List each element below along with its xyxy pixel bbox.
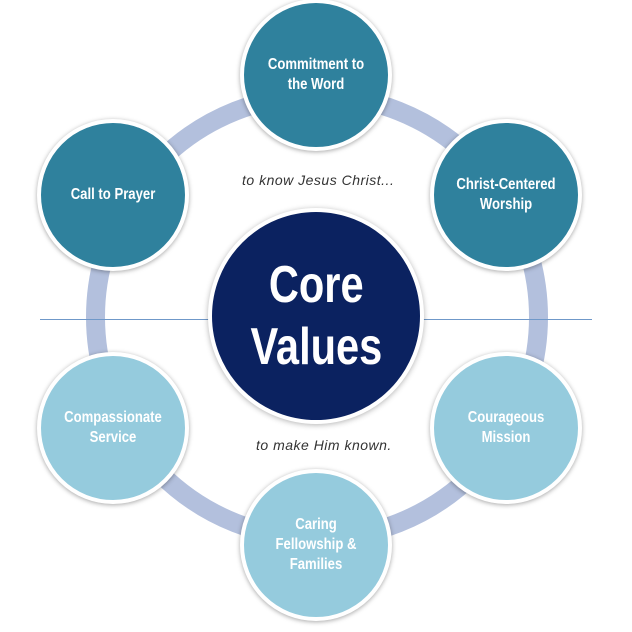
value-call-to-prayer: Call to Prayer <box>37 119 189 271</box>
value-label: Courageous Mission <box>467 409 545 446</box>
value-label: Compassionate Service <box>64 409 162 446</box>
value-caring-fellowship: Caring Fellowship & Families <box>240 469 392 621</box>
tagline-top: to know Jesus Christ... <box>242 172 395 188</box>
value-courageous-mission: Courageous Mission <box>430 352 582 504</box>
value-label: Caring Fellowship & Families <box>275 516 357 573</box>
value-label: Commitment to the Word <box>267 56 365 93</box>
value-label: Christ-Centered Worship <box>456 176 556 213</box>
tagline-bottom: to make Him known. <box>256 437 392 453</box>
value-label: Call to Prayer <box>70 186 156 203</box>
center-title-line2: Values <box>250 318 382 376</box>
value-compassionate-service: Compassionate Service <box>37 352 189 504</box>
value-commitment-to-word: Commitment to the Word <box>240 0 392 151</box>
value-christ-centered-worship: Christ-Centered Worship <box>430 119 582 271</box>
core-values-center: Core Values <box>208 208 424 424</box>
center-title-line1: Core <box>268 256 364 314</box>
